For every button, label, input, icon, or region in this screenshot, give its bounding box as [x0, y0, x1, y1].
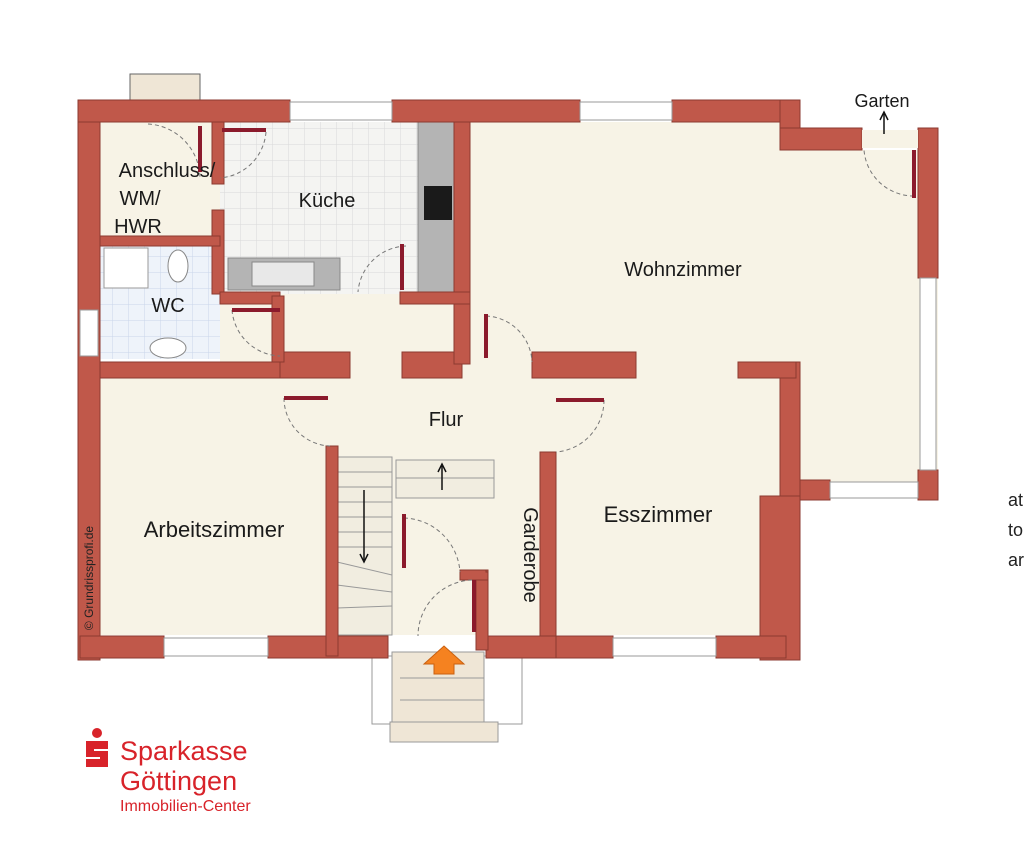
label-wohnzimmer: Wohnzimmer [624, 259, 742, 281]
shower-icon [103, 247, 149, 289]
windows [79, 101, 937, 657]
door-leaves [198, 126, 916, 632]
stair-up-arrow-icon [437, 462, 447, 473]
label-esszimmer: Esszimmer [604, 502, 713, 527]
label-garderobe: Garderobe [519, 507, 541, 603]
sink-icon [251, 261, 315, 287]
cutoff-text-2: to [1008, 520, 1024, 540]
toilet-icon [167, 249, 189, 283]
entry-arrow-icon [422, 645, 466, 675]
chimney [129, 73, 201, 105]
label-kueche: Küche [299, 190, 356, 212]
brand-subtitle: Immobilien-Center [120, 798, 251, 815]
label-wc: WC [151, 295, 184, 317]
cutoff-text-1: at [1008, 490, 1024, 510]
label-anschluss-line1: Anschluss/ [119, 160, 216, 182]
brand-city: Göttingen [120, 766, 238, 796]
label-garten: Garten [854, 91, 909, 111]
stove-icon [424, 186, 452, 220]
label-anschluss-line2: WM/ [119, 188, 161, 210]
walls [77, 99, 939, 661]
label-flur: Flur [429, 409, 464, 431]
washbasin-icon [149, 337, 187, 359]
garden-arrow-icon [879, 110, 889, 121]
stair-down-arrow-icon [359, 553, 369, 564]
wc-fixtures [103, 247, 189, 359]
copyright-text: © Grundrissprofi.de [82, 526, 96, 631]
stairs [336, 456, 495, 636]
brand-name: Sparkasse [120, 736, 248, 766]
label-arbeitszimmer: Arbeitszimmer [144, 517, 285, 542]
sparkasse-logo-icon [86, 728, 108, 767]
label-anschluss-line3: HWR [114, 216, 162, 238]
cutoff-text-3: ar [1008, 550, 1024, 570]
